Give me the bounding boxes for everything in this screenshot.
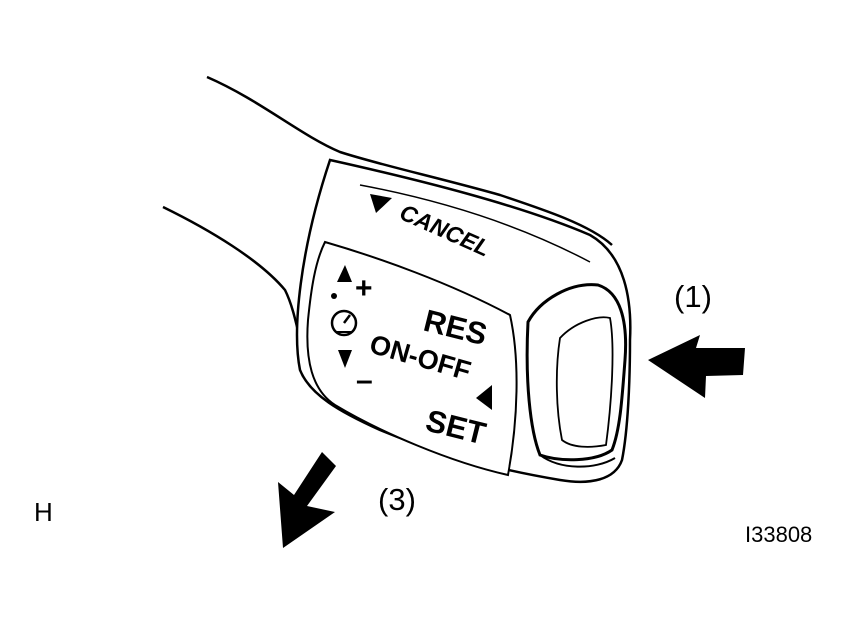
push-arrow-icon xyxy=(648,335,745,398)
lever-shaft-bottom-edge xyxy=(162,205,322,393)
end-switch-rim xyxy=(539,454,616,468)
corner-letter: H xyxy=(34,497,53,527)
up-arrow-icon xyxy=(337,265,352,282)
lever-front-face xyxy=(306,240,518,477)
plus-label: + xyxy=(355,272,373,305)
end-switch-button xyxy=(525,283,628,462)
set-arrow-icon xyxy=(476,385,492,410)
indicator-dot xyxy=(331,293,337,299)
callout-push-label: (1) xyxy=(674,279,712,314)
down-arrow-icon xyxy=(338,350,352,368)
callout-pull-label: (3) xyxy=(378,482,416,517)
lever-shaft-top-edge xyxy=(206,75,613,246)
minus-label: – xyxy=(356,364,373,397)
pull-arrow-icon xyxy=(278,452,336,548)
end-switch-inner xyxy=(555,316,614,448)
figure-code: I33808 xyxy=(745,522,813,547)
cruise-control-icon xyxy=(330,309,358,337)
lever-head-top-ridge xyxy=(359,184,591,263)
cancel-arrow-icon xyxy=(370,194,392,213)
